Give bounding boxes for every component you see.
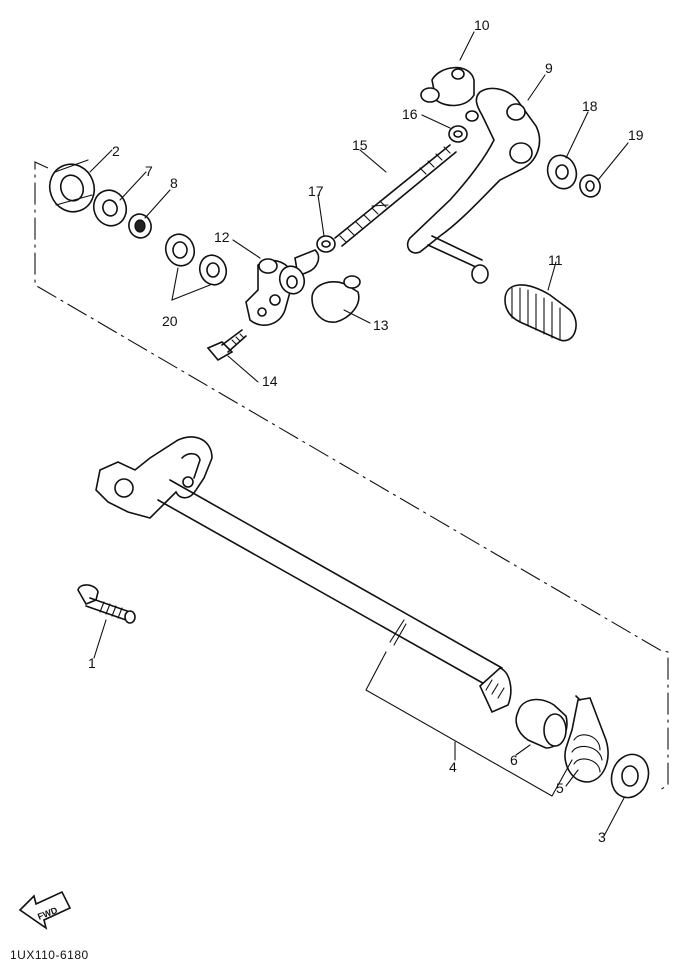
label-14: 14 — [262, 373, 278, 389]
part-nut-16 — [448, 125, 468, 143]
part-circlip-8 — [128, 213, 152, 239]
part-number-labels: 2 3 4 5 6 7 8 9 10 11 12 13 14 15 16 17 … — [88, 17, 644, 845]
part-locknut-17 — [316, 235, 336, 253]
label-8: 8 — [170, 175, 178, 191]
label-20: 20 — [162, 313, 178, 329]
part-washer-18 — [546, 154, 578, 190]
leader-lines — [89, 31, 629, 837]
label-15: 15 — [352, 137, 368, 153]
part-oil-seal-2 — [48, 159, 96, 213]
part-collar-6 — [515, 698, 568, 749]
part-clip-19 — [579, 174, 601, 198]
label-7: 7 — [145, 163, 153, 179]
part-bushing-20a — [164, 233, 196, 267]
part-rod-end-lower — [278, 249, 320, 295]
label-10: 10 — [474, 17, 490, 33]
part-rod-joint-10 — [420, 66, 475, 107]
part-washer-7 — [92, 189, 128, 227]
part-joint-cover-13 — [311, 275, 361, 323]
part-shift-shaft-4 — [95, 436, 512, 714]
label-5: 5 — [556, 780, 564, 796]
label-13: 13 — [373, 317, 389, 333]
part-stud-bolt-1 — [77, 584, 136, 624]
label-3: 3 — [598, 829, 606, 845]
part-shift-pedal-9 — [406, 87, 541, 284]
label-2: 2 — [112, 143, 120, 159]
label-16: 16 — [402, 106, 418, 122]
assembly-outline — [34, 161, 669, 791]
forward-arrow-icon: FWD — [18, 890, 72, 930]
part-shift-rod-15 — [334, 144, 457, 247]
part-washer-3 — [610, 753, 650, 799]
part-pedal-rubber-11 — [504, 284, 577, 342]
label-18: 18 — [582, 98, 598, 114]
part-bushing-20b — [198, 254, 228, 286]
drawing-code: 1UX110-6180 — [10, 948, 89, 962]
part-shift-arm-12 — [245, 258, 294, 326]
label-6: 6 — [510, 752, 518, 768]
label-11: 11 — [548, 252, 563, 268]
label-17: 17 — [308, 183, 324, 199]
label-19: 19 — [628, 127, 644, 143]
label-4: 4 — [449, 759, 457, 775]
label-12: 12 — [214, 229, 230, 245]
label-1: 1 — [88, 655, 96, 671]
part-return-spring-5 — [564, 695, 609, 783]
part-bolt-14 — [206, 329, 247, 362]
label-9: 9 — [545, 60, 553, 76]
